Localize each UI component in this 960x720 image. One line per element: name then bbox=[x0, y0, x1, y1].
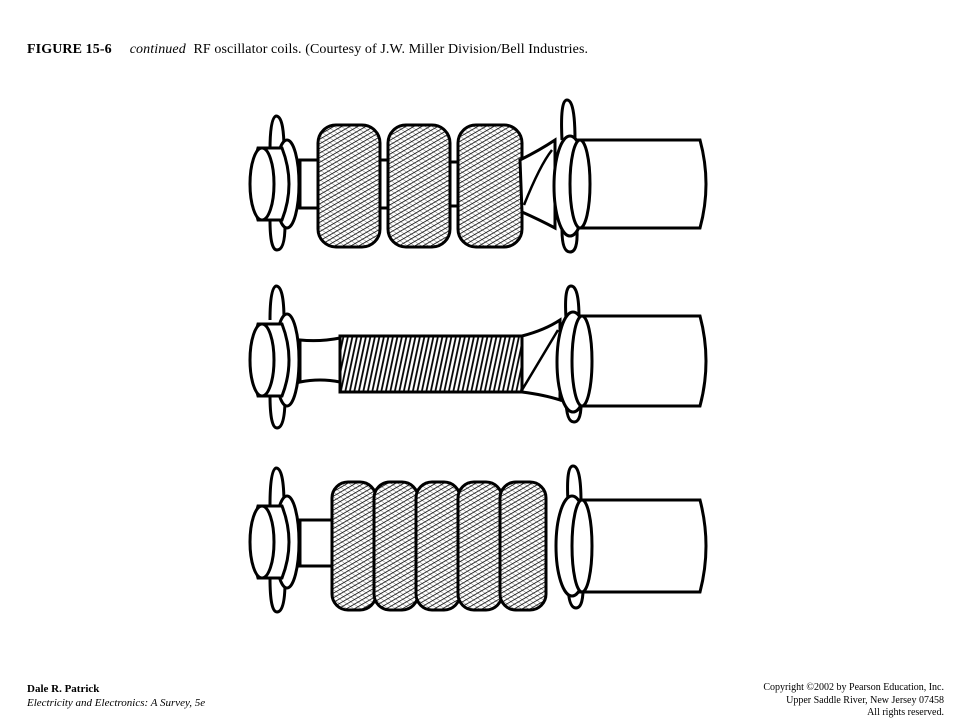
footer-credits: Dale R. Patrick Electricity and Electron… bbox=[27, 682, 205, 710]
winding-section bbox=[338, 334, 524, 394]
terminal-loop-icon bbox=[566, 464, 583, 503]
coil-core bbox=[298, 336, 342, 384]
copyright-line: Copyright ©2002 by Pearson Education, In… bbox=[763, 682, 944, 693]
figure-caption: FIGURE 15-6 continued RF oscillator coils… bbox=[27, 42, 588, 58]
copyright-line: Upper Saddle River, New Jersey 07458 bbox=[786, 694, 944, 706]
caption-text: RF oscillator coils. (Courtesy of J.W. M… bbox=[193, 42, 589, 57]
coil-single-layer bbox=[248, 284, 708, 430]
terminal-loop-icon bbox=[268, 466, 286, 506]
terminal-loop-icon bbox=[268, 284, 286, 321]
author-name: Dale R. Patrick bbox=[27, 683, 100, 695]
terminal-loop-icon bbox=[268, 577, 287, 614]
book-title: Electricity and Electronics: A Survey, 5… bbox=[27, 697, 206, 709]
coil-three-section bbox=[248, 98, 708, 254]
coil-sleeve bbox=[576, 138, 708, 230]
copyright-line: All rights reserved. bbox=[867, 707, 944, 718]
copyright-notice: Copyright ©2002 by Pearson Education, In… bbox=[763, 682, 944, 720]
coil-sleeve bbox=[578, 498, 708, 594]
terminal-loop-icon bbox=[564, 284, 581, 319]
terminal-loop-icon bbox=[560, 98, 577, 141]
terminal-loop-icon bbox=[268, 114, 286, 151]
coil-five-section bbox=[248, 464, 708, 614]
caption-continued: continued bbox=[129, 42, 186, 57]
figure-label: FIGURE 15-6 bbox=[27, 42, 112, 57]
terminal-loop-icon bbox=[268, 219, 287, 252]
coil-sleeve bbox=[578, 314, 708, 408]
